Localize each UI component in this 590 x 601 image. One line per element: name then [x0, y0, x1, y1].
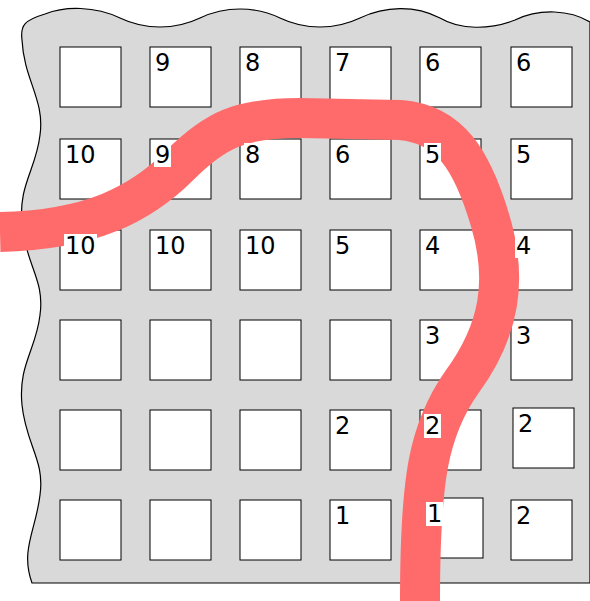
cell-number: 1 — [426, 502, 443, 526]
route-band — [0, 118, 499, 601]
cell-number: 2 — [517, 412, 534, 436]
cell-number: 8 — [244, 51, 261, 75]
cell-number: 9 — [154, 51, 171, 75]
cell-number: 3 — [424, 324, 441, 348]
cell-number: 10 — [244, 234, 277, 258]
cell-number: 6 — [515, 51, 532, 75]
cell-number: 2 — [334, 414, 351, 438]
cell-number: 10 — [64, 143, 97, 167]
cell-number: 2 — [424, 414, 441, 438]
cell-number: 4 — [515, 234, 532, 258]
cell-number: 9 — [154, 143, 171, 167]
cell-number: 7 — [334, 51, 351, 75]
cell-number: 1 — [334, 504, 351, 528]
cell-number: 10 — [64, 234, 97, 258]
cell-number: 2 — [515, 504, 532, 528]
cell-number: 5 — [334, 234, 351, 258]
cell-number: 5 — [515, 143, 532, 167]
cell-number: 5 — [424, 143, 441, 167]
cell-number: 6 — [424, 51, 441, 75]
cell-number: 8 — [244, 143, 261, 167]
cell-number: 3 — [515, 324, 532, 348]
cell-number: 4 — [424, 234, 441, 258]
cell-number: 10 — [154, 234, 187, 258]
cell-number: 6 — [334, 143, 351, 167]
